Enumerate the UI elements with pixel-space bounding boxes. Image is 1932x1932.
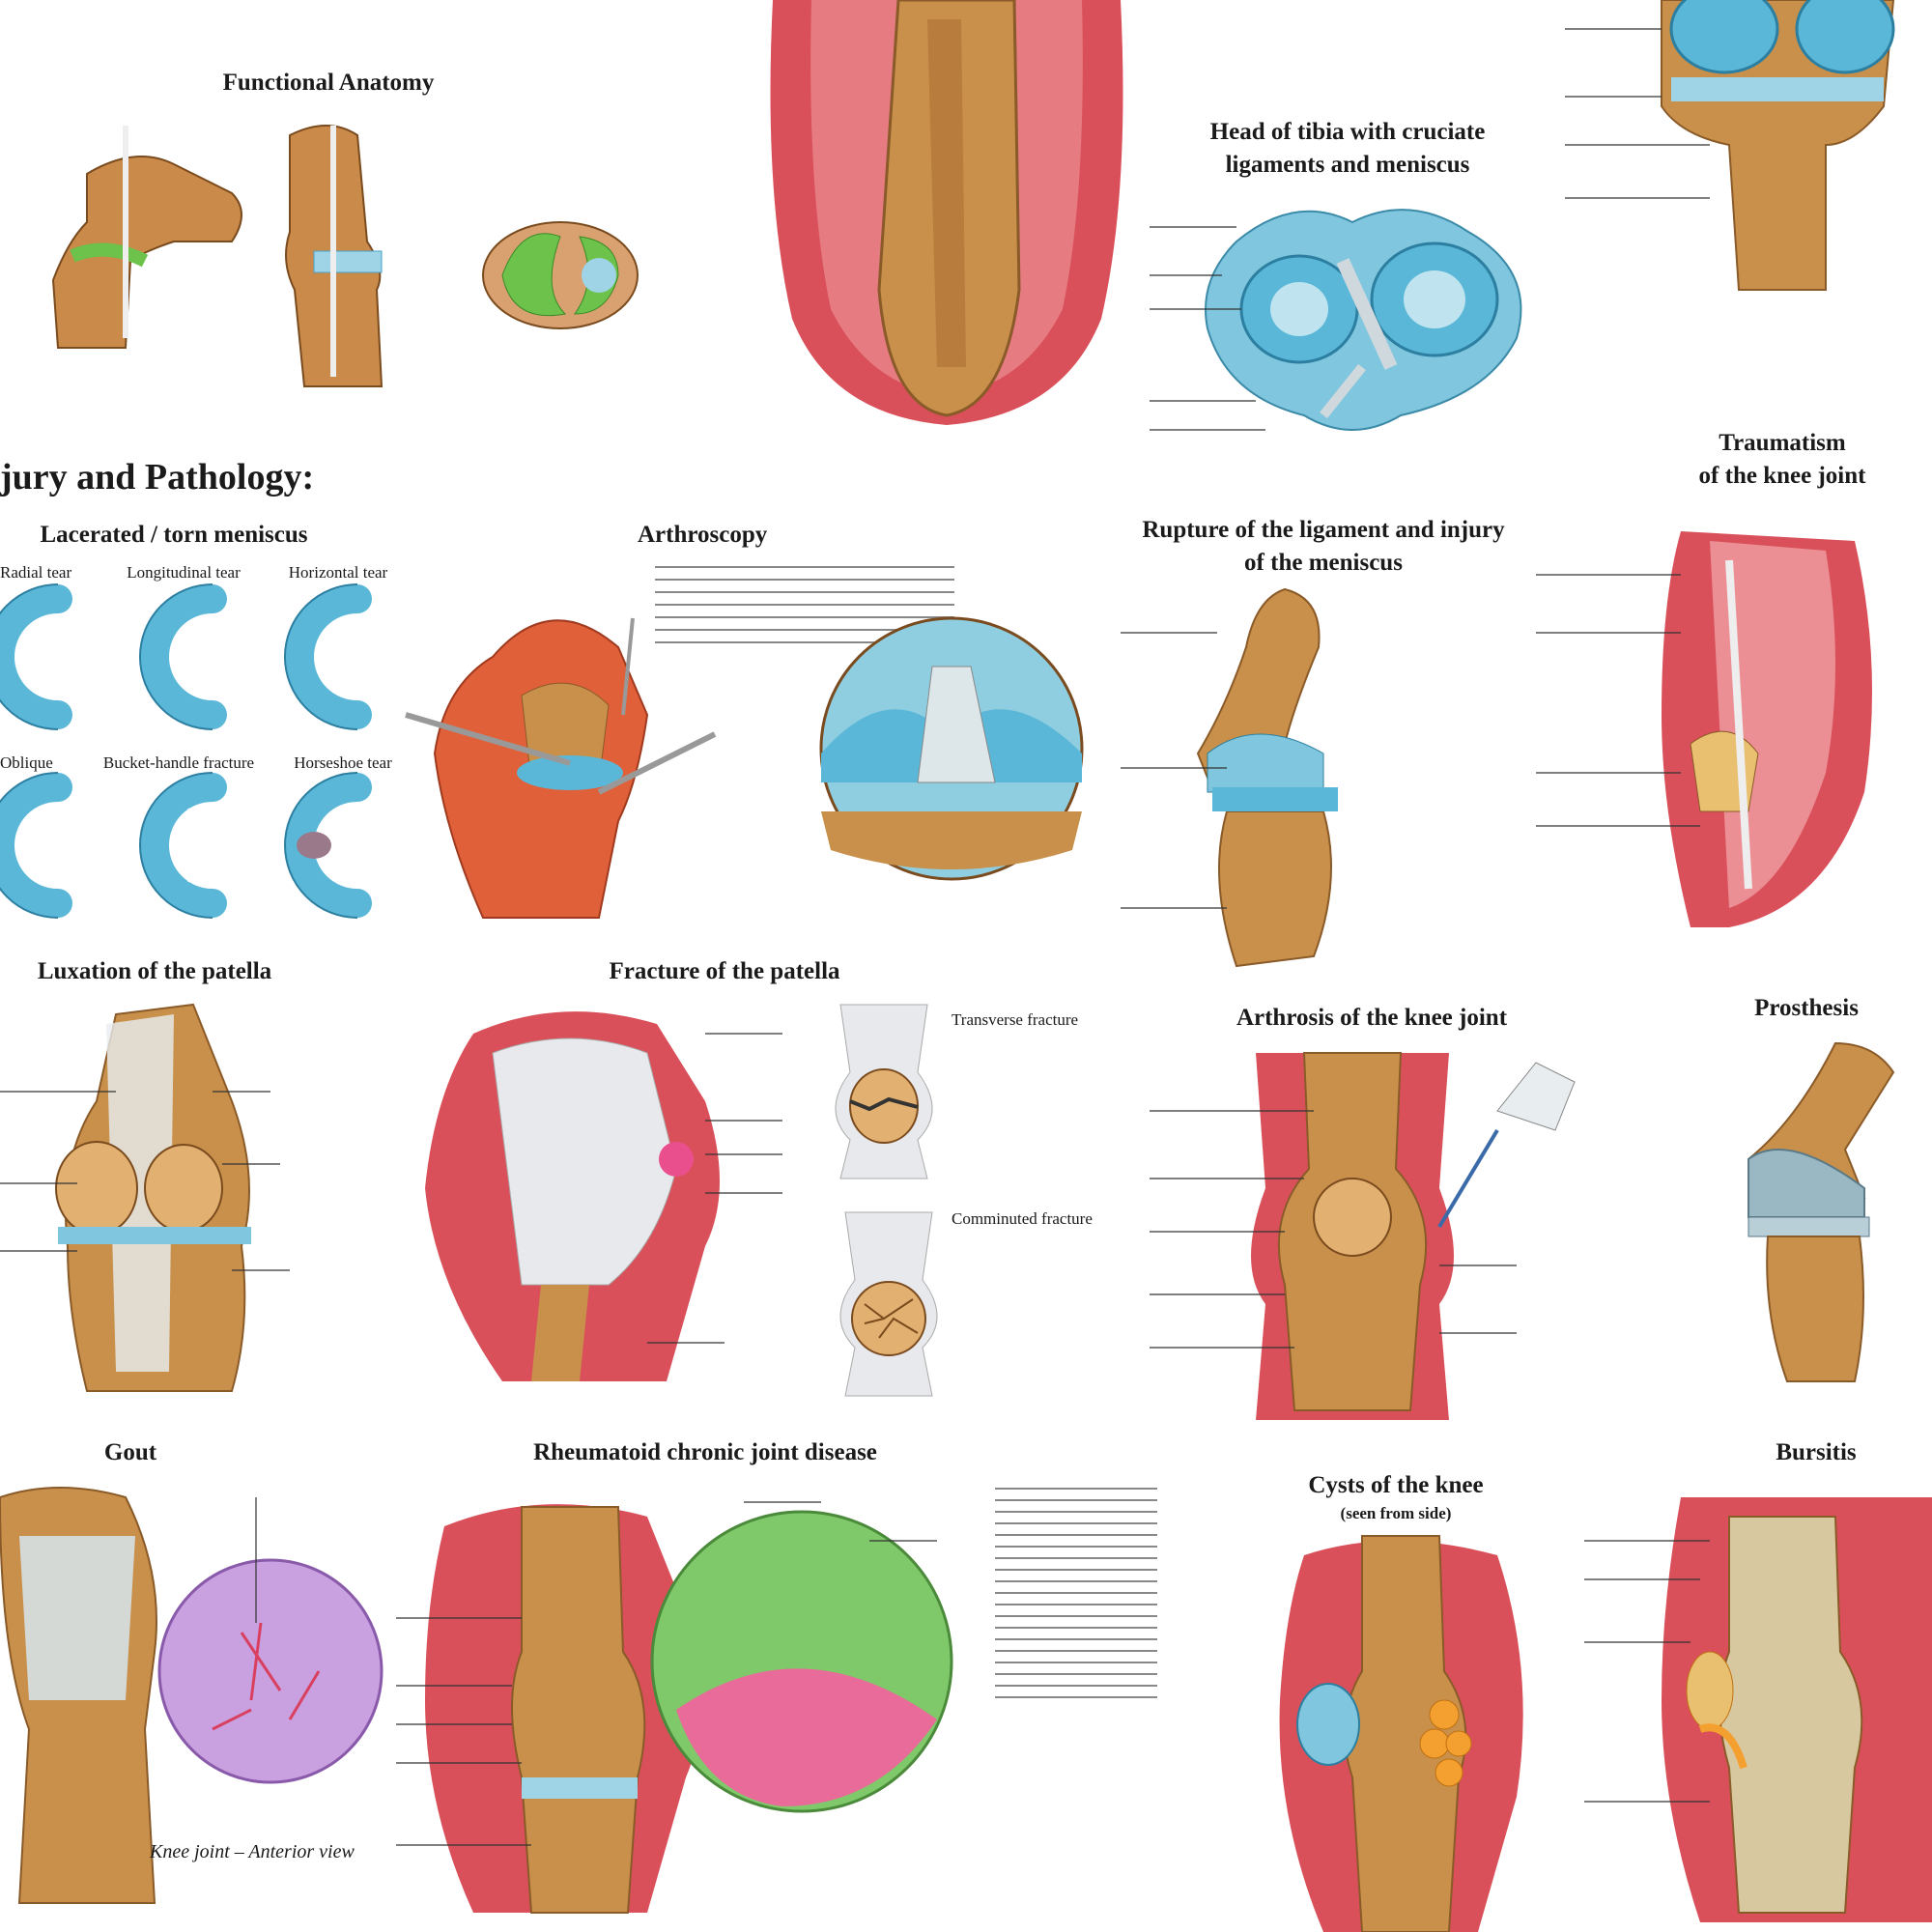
head-of-tibia-illustration: [1150, 209, 1522, 431]
gout-caption: Knee joint – Anterior view: [150, 1841, 355, 1862]
gout-title: Gout: [103, 1439, 157, 1465]
functional-anatomy-illustration: [51, 125, 639, 387]
torn-meniscus-illustrations: [0, 583, 372, 919]
transverse-fracture-illustration: [835, 1004, 933, 1179]
arthroscopy-title: Arthroscopy: [638, 522, 768, 548]
thigh-illustration: [770, 0, 1123, 425]
fracture-main-illustration: [425, 1011, 782, 1381]
rheumatoid-paragraph: [995, 1483, 1157, 1705]
comminuted-fracture-label: Comminuted fracture: [952, 1209, 1093, 1228]
cysts-subtitle: (seen from side): [1340, 1504, 1452, 1522]
arthroscopy-illustration: [405, 616, 1084, 919]
bursitis-title: Bursitis: [1776, 1439, 1857, 1465]
bursitis-illustration: [1584, 1497, 1932, 1922]
tear-label-oblique: Oblique: [0, 753, 53, 772]
rheumatoid-title: Rheumatoid chronic joint disease: [533, 1439, 877, 1465]
traumatism-illustration: [1536, 531, 1872, 927]
transverse-fracture-label: Transverse fracture: [952, 1010, 1079, 1029]
head-of-tibia-title-line1: Head of tibia with cruciate: [1209, 119, 1486, 145]
knee-front-illustration: [1565, 0, 1895, 291]
traumatism-title: Traumatism of the knee joint: [1633, 427, 1932, 493]
luxation-title: Luxation of the patella: [37, 958, 272, 984]
tear-label-horizontal: Horizontal tear: [288, 563, 388, 582]
tear-label-radial: Radial tear: [0, 563, 72, 582]
injury-section-title: jury and Pathology:: [0, 457, 315, 497]
tear-label-horseshoe: Horseshoe tear: [294, 753, 392, 772]
fracture-title: Fracture of the patella: [609, 958, 840, 984]
comminuted-fracture-illustration: [839, 1211, 938, 1397]
functional-anatomy-title: Functional Anatomy: [222, 70, 435, 96]
traumatism-title-line2: of the knee joint: [1698, 463, 1866, 489]
prosthesis-title: Prosthesis: [1754, 995, 1859, 1021]
rheumatoid-illustration: [396, 1501, 953, 1914]
cysts-illustration: [1279, 1535, 1523, 1932]
tear-label-bucket-handle: Bucket-handle fracture: [102, 753, 255, 772]
arthrosis-title: Arthrosis of the knee joint: [1236, 1005, 1508, 1031]
rupture-title-line2: of the meniscus: [1244, 550, 1403, 576]
head-of-tibia-title: Head of tibia with cruciate ligaments an…: [1169, 116, 1526, 182]
gout-illustration: [0, 1487, 384, 1904]
rupture-title-line1: Rupture of the ligament and injury: [1142, 517, 1505, 543]
rupture-illustration: [1121, 587, 1338, 968]
torn-meniscus-title: Lacerated / torn meniscus: [40, 522, 308, 548]
head-of-tibia-title-line2: ligaments and meniscus: [1225, 152, 1470, 178]
traumatism-title-line1: Traumatism: [1719, 430, 1846, 456]
prosthesis-illustration: [1747, 1041, 1895, 1382]
cysts-title: Cysts of the knee: [1308, 1472, 1484, 1498]
rupture-title: Rupture of the ligament and injury of th…: [1111, 514, 1536, 580]
luxation-illustration: [0, 1003, 290, 1392]
arthrosis-illustration: [1150, 1052, 1576, 1420]
tear-label-longitudinal: Longitudinal tear: [127, 563, 241, 582]
